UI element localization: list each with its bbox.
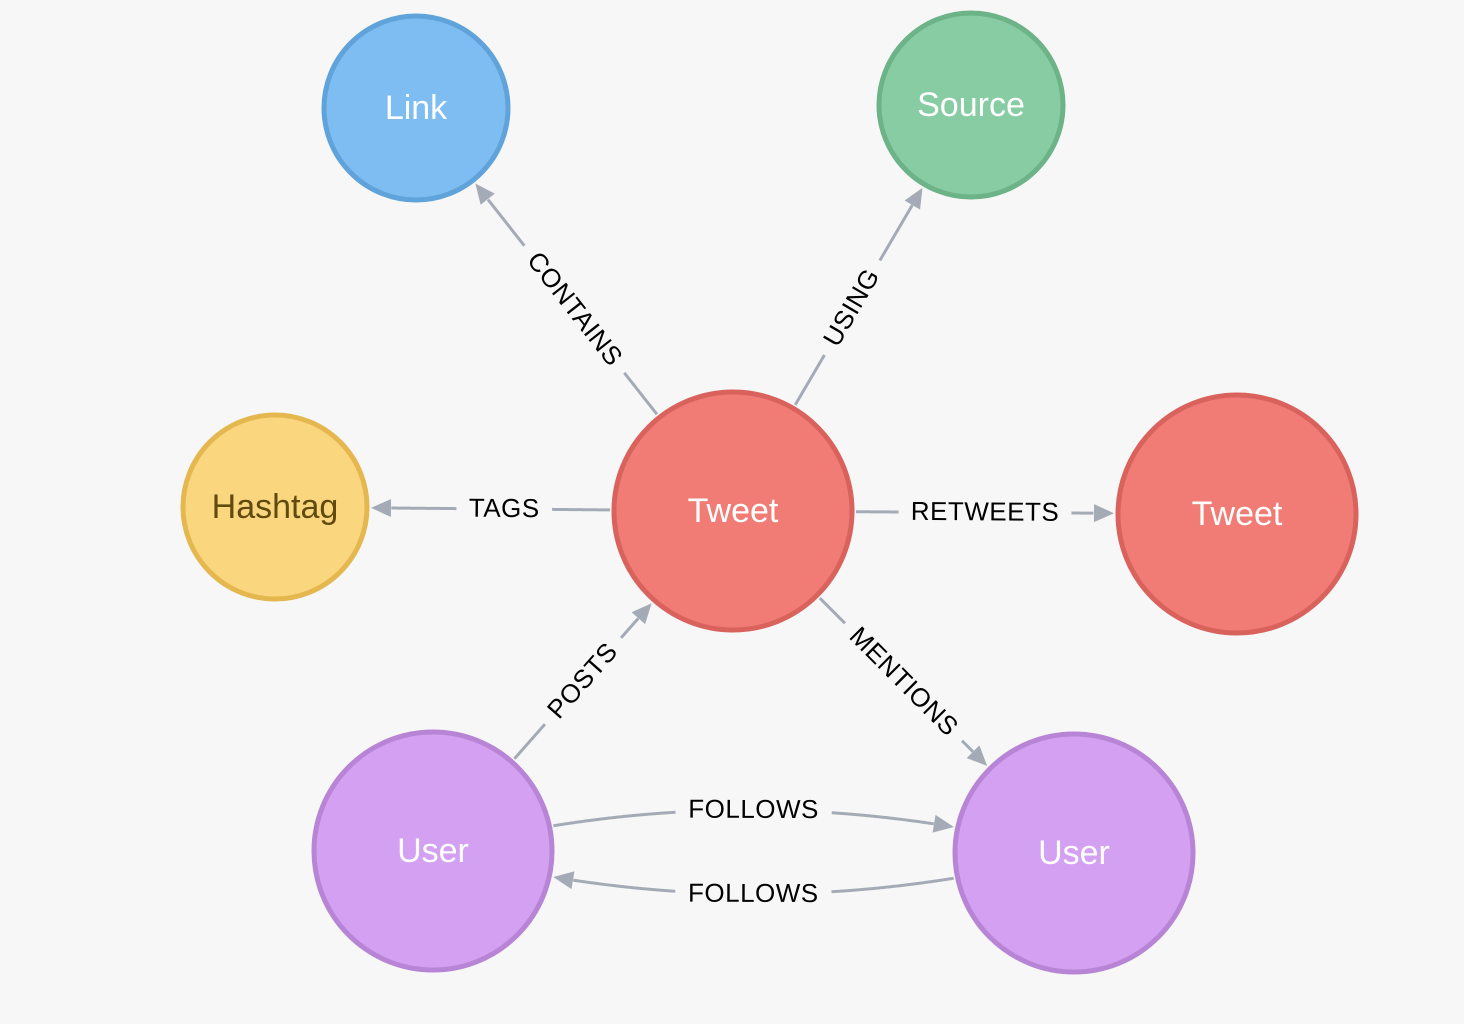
node-hashtag[interactable]: Hashtag <box>180 412 370 602</box>
node-user-a[interactable]: User <box>311 729 555 973</box>
arrow-head-icon <box>966 745 988 766</box>
edge-line-segment <box>878 204 914 262</box>
edge-label-using: USING <box>817 263 886 351</box>
node-label: Tweet <box>1192 495 1283 533</box>
edge-line-segment <box>793 354 826 406</box>
node-link[interactable]: Link <box>321 13 511 203</box>
edge-line-segment <box>623 371 659 416</box>
edge-line-segment <box>831 876 954 894</box>
edge-follows-ba[interactable]: FOLLOWS <box>553 871 954 908</box>
arrow-head-icon <box>553 871 575 890</box>
edge-label-mentions: MENTIONS <box>844 621 965 742</box>
arrow-head-icon <box>631 603 652 625</box>
arrow-head-icon <box>1093 504 1115 523</box>
node-label: Tweet <box>688 492 779 530</box>
node-circle[interactable] <box>876 10 1066 200</box>
arrow-head-icon <box>904 187 923 210</box>
edge-contains[interactable]: CONTAINS <box>475 183 659 416</box>
edge-label-posts: POSTS <box>541 636 623 724</box>
node-tweet-main[interactable]: Tweet <box>611 389 855 633</box>
edge-follows-ab[interactable]: FOLLOWS <box>553 794 954 833</box>
node-tweet-rt[interactable]: Tweet <box>1115 392 1359 636</box>
edge-line-segment <box>818 597 847 625</box>
node-label: Source <box>917 86 1025 124</box>
node-label: Link <box>385 89 448 127</box>
edge-using[interactable]: USING <box>793 187 923 406</box>
edge-line-segment <box>552 507 611 512</box>
edge-line-segment <box>553 810 676 828</box>
arrow-head-icon <box>932 814 954 833</box>
edge-mentions[interactable]: MENTIONS <box>818 597 988 766</box>
arrow-head-icon <box>370 499 392 518</box>
node-circle[interactable] <box>321 13 511 203</box>
node-circle[interactable] <box>611 389 855 633</box>
arrow-head-icon <box>475 183 495 205</box>
node-label: Hashtag <box>212 488 339 526</box>
edge-label-follows-ab: FOLLOWS <box>688 794 819 824</box>
edge-tags[interactable]: TAGS <box>370 493 611 524</box>
edge-retweets[interactable]: RETWEETS <box>855 496 1115 527</box>
edge-line-segment <box>573 878 676 893</box>
edge-line-segment <box>831 811 934 826</box>
edge-line-segment <box>960 739 974 753</box>
node-circle[interactable] <box>180 412 370 602</box>
node-source[interactable]: Source <box>876 10 1066 200</box>
edge-line-segment <box>486 198 526 247</box>
node-user-b[interactable]: User <box>952 731 1196 975</box>
edge-label-contains: CONTAINS <box>521 246 629 372</box>
node-label: User <box>1038 834 1110 872</box>
edge-line-segment <box>391 506 457 511</box>
node-label: User <box>397 832 469 870</box>
node-circle[interactable] <box>952 731 1196 975</box>
edge-label-retweets: RETWEETS <box>911 496 1060 527</box>
edge-posts[interactable]: POSTS <box>513 603 652 760</box>
node-circle[interactable] <box>1115 392 1359 636</box>
node-circle[interactable] <box>311 729 555 973</box>
edge-label-follows-ba: FOLLOWS <box>688 878 819 908</box>
edge-label-tags: TAGS <box>469 493 540 524</box>
edge-line-segment <box>513 723 547 760</box>
edge-line-segment <box>619 617 640 639</box>
